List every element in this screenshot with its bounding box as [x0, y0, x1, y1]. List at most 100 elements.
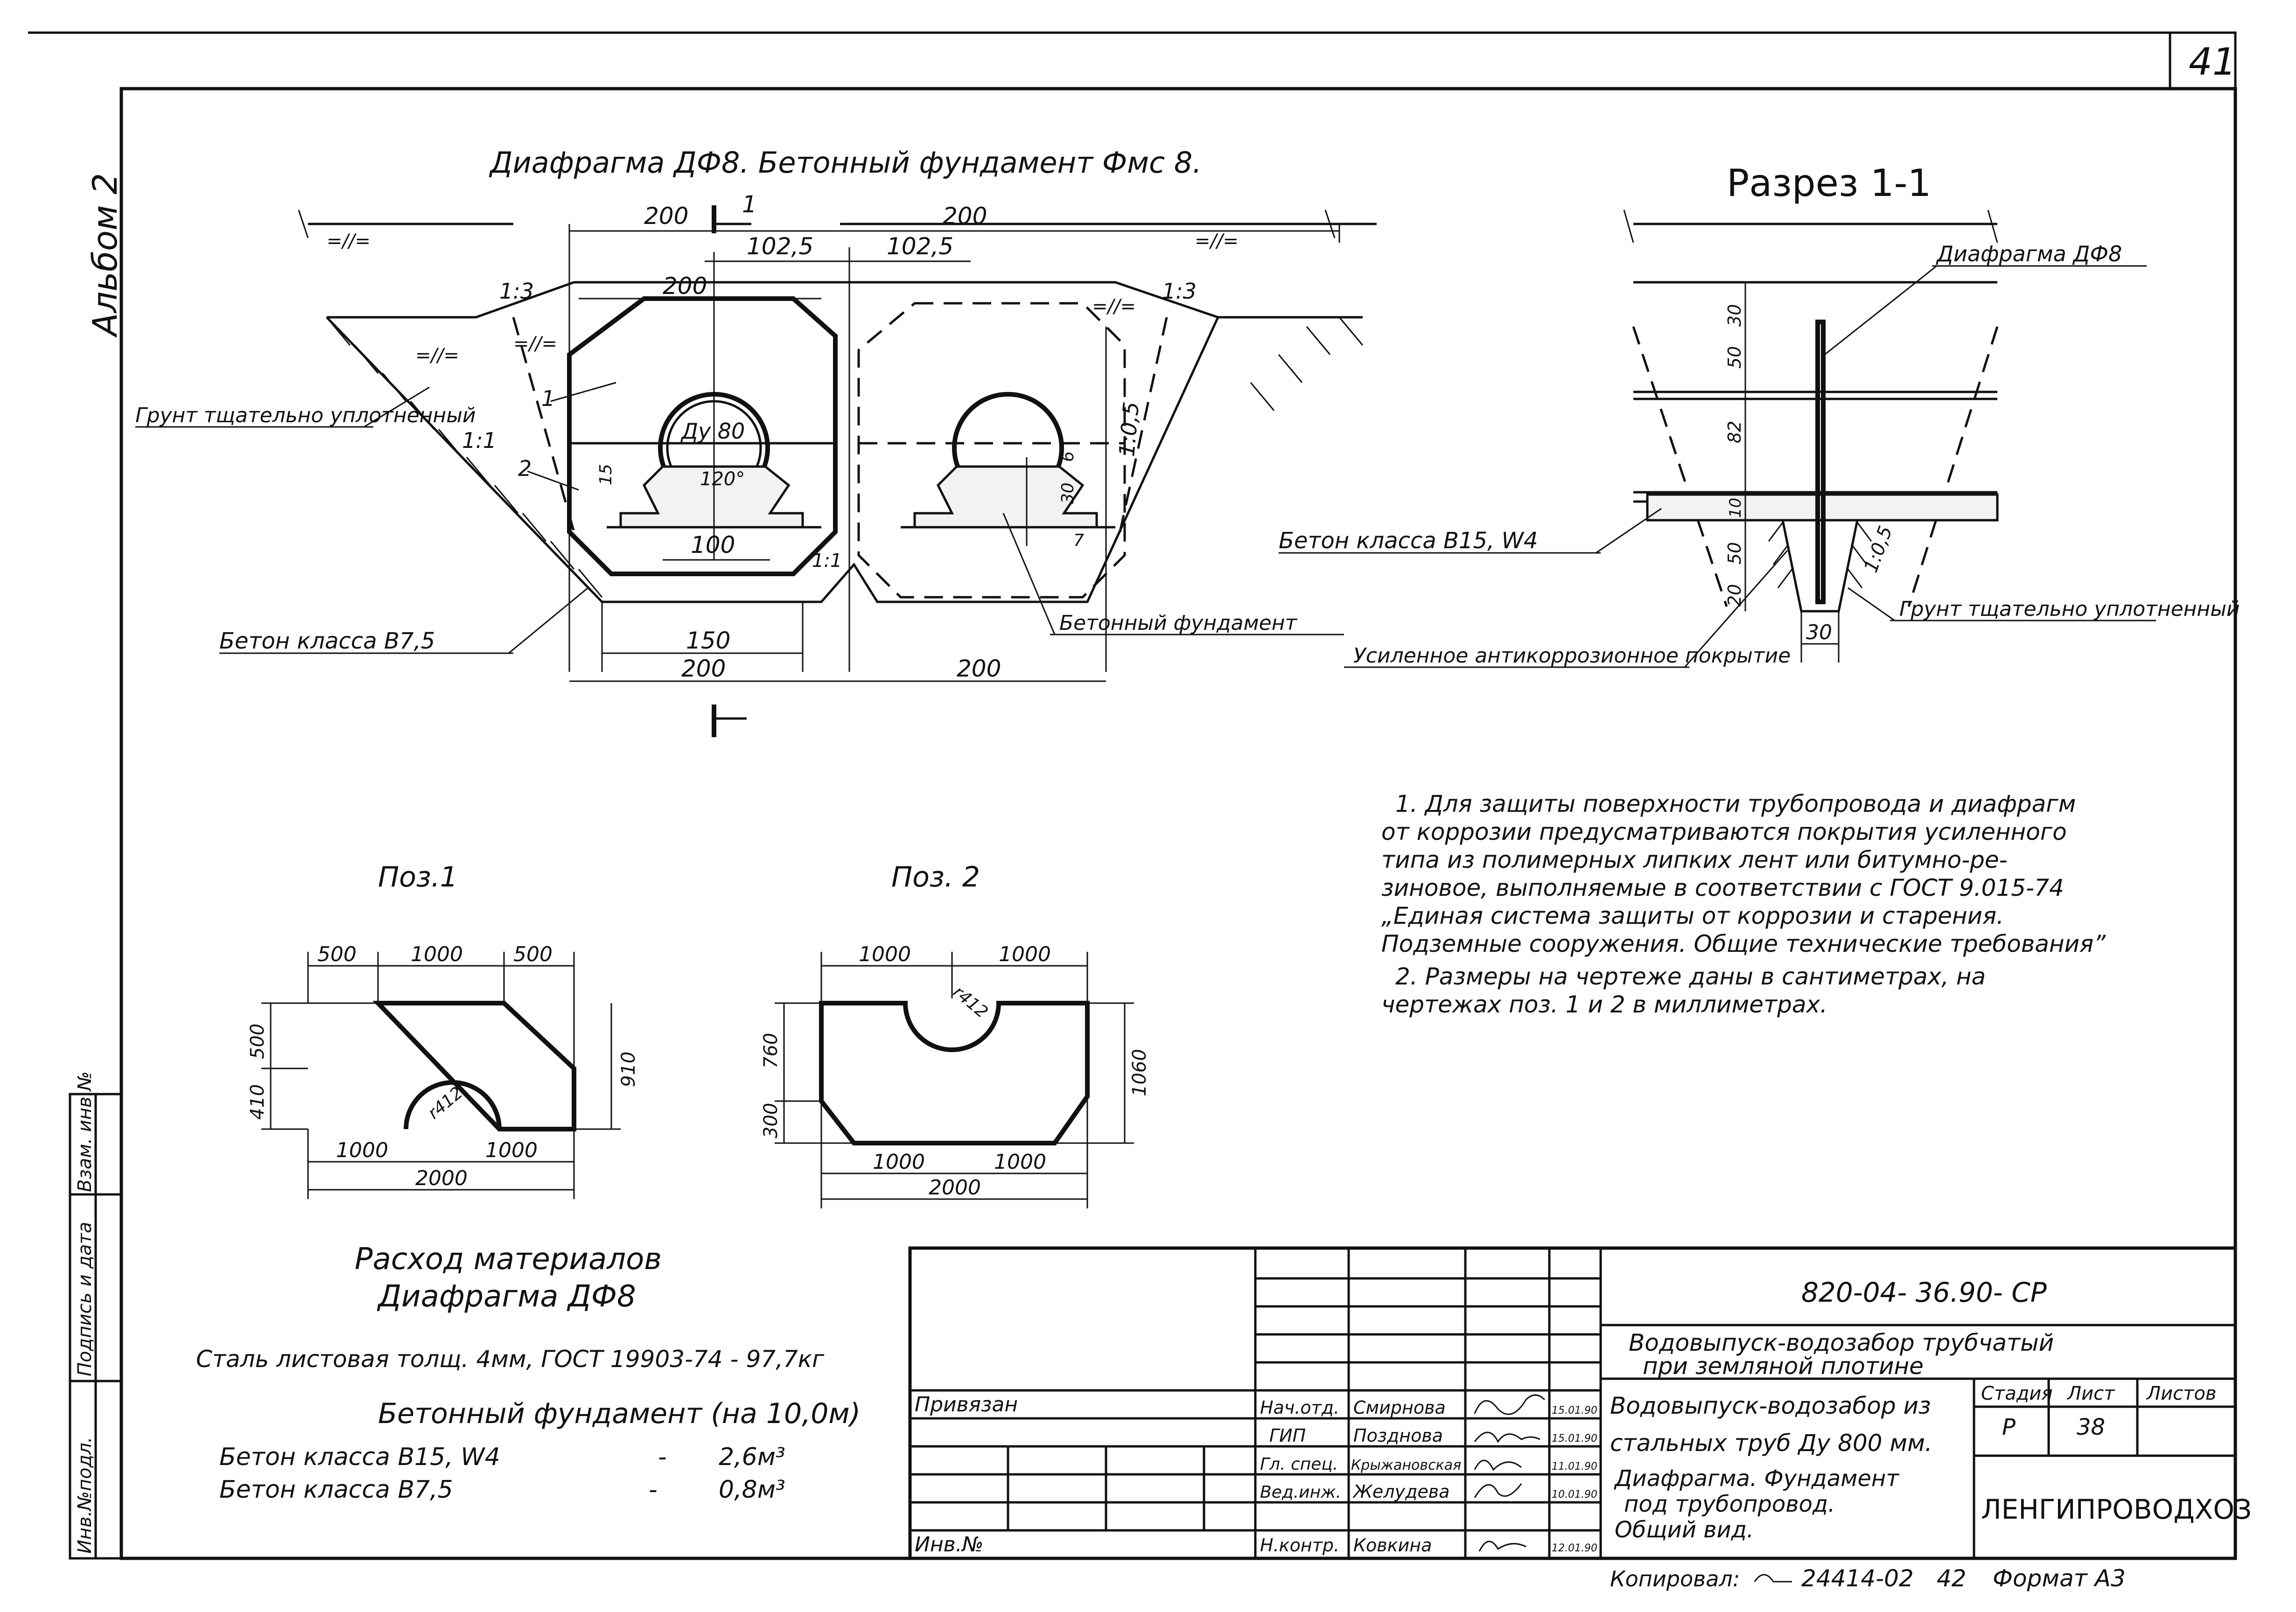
small-dim-15: 15	[596, 464, 616, 485]
soil-mark-2: =//=	[1195, 230, 1239, 252]
dim-mid-left: 102,5	[747, 233, 813, 260]
note-line-8: чертежах поз. 1 и 2 в миллиметрах.	[1381, 991, 1827, 1018]
pos1-dim-top-3: 500	[513, 942, 553, 966]
person-name-5: Ковкина	[1353, 1535, 1432, 1556]
person-name-2: Позднова	[1353, 1425, 1443, 1446]
pos1-title: Поз.1	[378, 861, 458, 893]
slope-right-top: 1:3	[1162, 279, 1197, 304]
object-line-2: стальных труб Ду 800 мм.	[1610, 1430, 1932, 1457]
person-role-5: Н.контр.	[1260, 1535, 1339, 1556]
section-slope: 1:0,5	[1860, 523, 1897, 575]
stamp-inv-podl: Инв.№подл.	[74, 1437, 96, 1554]
drawing-line-2: под трубопровод.	[1624, 1491, 1835, 1517]
section-label-concrete: Бетон класса В15, W4	[1279, 528, 1538, 554]
copied-label: Копировал:	[1610, 1566, 1740, 1591]
dim-mid-right: 102,5	[887, 233, 953, 260]
person-date-1: 15.01.90	[1552, 1405, 1597, 1417]
materials-foundation-title: Бетонный фундамент (на 10,0м)	[378, 1397, 861, 1430]
small-dim-6: 6	[1058, 451, 1078, 462]
format-label: Формат А3	[1993, 1565, 2126, 1592]
stage-value: Р	[2002, 1414, 2016, 1440]
pos2-dim-total: 2000	[929, 1176, 981, 1200]
pos2-dim-left-2: 300	[760, 1103, 782, 1138]
section-title: Разрез 1-1	[1727, 161, 1931, 205]
pos2-dim-top-1: 1000	[859, 942, 911, 966]
pos2-drawing	[775, 952, 1134, 1208]
pos1-dim-bottom-1: 1000	[336, 1138, 388, 1162]
sheets-header: Листов	[2146, 1383, 2216, 1404]
pos2-dim-right: 1060	[1129, 1049, 1150, 1096]
album-label: Альбом 2	[85, 173, 125, 338]
section-label-soil: Грунт тщательно уплотненный	[1899, 597, 2240, 621]
pos2-radius: r412	[949, 982, 991, 1022]
section-dim-50: 50	[1724, 346, 1745, 369]
person-date-2: 15.01.90	[1552, 1433, 1597, 1445]
person-date-5: 12.01.90	[1552, 1542, 1597, 1554]
soil-mark-1: =//=	[327, 230, 371, 252]
label-concrete-b75: Бетон класса В7,5	[219, 628, 435, 654]
small-dim-30: 30	[1058, 482, 1078, 504]
stamp-signature-date: Подпись и дата	[74, 1222, 96, 1376]
copy-number: 24414-02	[1801, 1565, 1914, 1592]
pos1-dim-top-2: 1000	[411, 942, 463, 966]
dim-100: 100	[691, 531, 735, 558]
label-soil-left: Грунт тщательно уплотненный	[135, 404, 476, 427]
materials-row1-value: 2,6м³	[719, 1443, 785, 1471]
section-mark-top-number: 1	[742, 191, 757, 218]
note-line-2: от коррозии предусматриваются покрытия у…	[1381, 818, 2067, 845]
sheet-header: Лист	[2066, 1383, 2115, 1404]
person-role-3: Гл. спец.	[1260, 1455, 1338, 1474]
section-label-diaphragm: Диафрагма ДФ8	[1936, 241, 2122, 266]
materials-title-1: Расход материалов	[355, 1242, 662, 1277]
materials-row2-name: Бетон класса В7,5	[219, 1476, 453, 1504]
main-view	[298, 209, 1377, 682]
slope-bottom: 1:1	[812, 550, 842, 572]
side-stamp: Инв.№подл. Подпись и дата Взам. инв.№	[69, 1071, 123, 1560]
pos1-dim-left-2: 410	[247, 1084, 268, 1120]
person-date-4: 10.01.90	[1552, 1489, 1597, 1500]
materials-row2-value: 0,8м³	[719, 1476, 785, 1504]
person-name-3: Крыжановская	[1351, 1457, 1461, 1473]
pos1-dim-total: 2000	[415, 1166, 468, 1190]
materials-title-2: Диафрагма ДФ8	[377, 1279, 636, 1314]
section-dim-bottom: 30	[1806, 621, 1832, 644]
pos-mark-2: 2	[518, 456, 532, 481]
note-line-6: Подземные сооружения. Общие технические …	[1381, 930, 2106, 957]
pos1-dim-top-1: 500	[317, 942, 357, 966]
soil-mark-3: =//=	[513, 333, 557, 355]
notes-block: 1. Для защиты поверхности трубопровода и…	[1381, 790, 2106, 1018]
dim-bottom-150: 150	[686, 627, 730, 654]
person-role-2: ГИП	[1269, 1425, 1306, 1446]
note-line-1: 1. Для защиты поверхности трубопровода и…	[1395, 790, 2076, 817]
section-mark-top	[712, 205, 751, 233]
pos2-dim-bottom-2: 1000	[994, 1150, 1046, 1174]
section-dim-50b: 50	[1724, 542, 1745, 565]
soil-mark-5: =//=	[415, 345, 459, 366]
person-name-1: Смирнова	[1353, 1397, 1446, 1418]
person-role-4: Вед.инж.	[1260, 1483, 1341, 1502]
drawing-line-1: Диафрагма. Фундамент	[1614, 1465, 1900, 1492]
dim-top-right: 200	[943, 202, 987, 230]
section-label-coating: Усиленное антикоррозионное покрытие	[1353, 644, 1791, 668]
pos1-drawing	[261, 952, 621, 1199]
person-name-4: Желудева	[1352, 1481, 1449, 1502]
page-number: 41	[2189, 40, 2236, 84]
inv-label: Инв.№	[915, 1533, 983, 1556]
pos2-title: Поз. 2	[891, 861, 980, 893]
pos2-dim-bottom-1: 1000	[873, 1150, 925, 1174]
organization: ЛЕНГИПРОВОДХОЗ	[1981, 1493, 2252, 1525]
note-line-5: „Единая система защиты от коррозии и ста…	[1381, 902, 2004, 929]
section-dim-82: 82	[1724, 421, 1745, 443]
privyazan-label: Привязан	[915, 1393, 1018, 1417]
slope-left-side: 1:1	[462, 428, 497, 453]
dim-inner: 200	[663, 272, 707, 300]
pos2-dim-left-1: 760	[760, 1033, 782, 1068]
slope-right-side: 1:0,5	[1114, 401, 1144, 458]
materials-row2-dash: -	[649, 1476, 658, 1504]
materials-row1-dash: -	[658, 1443, 667, 1471]
main-title: Диафрагма ДФ8. Бетонный фундамент Фмс 8.	[489, 146, 1202, 180]
dim-top-left: 200	[644, 202, 688, 230]
section-dim-20: 20	[1724, 584, 1745, 607]
sheet-value: 38	[2077, 1414, 2105, 1440]
